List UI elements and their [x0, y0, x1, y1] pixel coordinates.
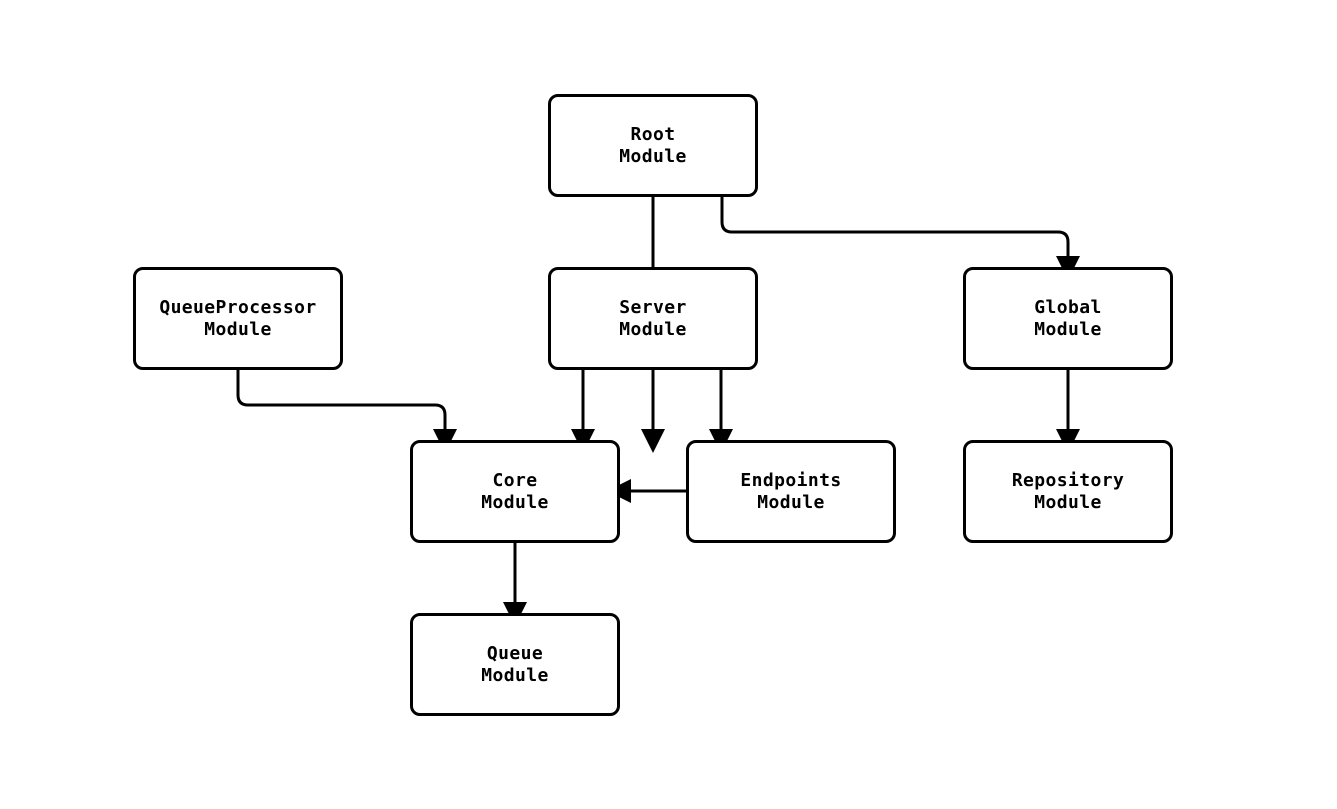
edges-group: [236, 197, 1080, 626]
node-global-module-label: Global Module: [1034, 296, 1102, 340]
node-endpoints-module[interactable]: Endpoints Module: [686, 440, 896, 543]
node-root-module-label: Root Module: [619, 123, 687, 167]
node-queue-module-label: Queue Module: [481, 642, 549, 686]
node-endpoints-module-label: Endpoints Module: [740, 469, 842, 513]
node-root-module[interactable]: Root Module: [548, 94, 758, 197]
node-server-module[interactable]: Server Module: [548, 267, 758, 370]
node-repository-module-label: Repository Module: [1011, 469, 1125, 513]
node-global-module[interactable]: Global Module: [963, 267, 1173, 370]
node-queueprocessor-module[interactable]: QueueProcessor Module: [133, 267, 343, 370]
edge-root-to-global: [720, 197, 1080, 280]
node-repository-module[interactable]: Repository Module: [963, 440, 1173, 543]
node-server-module-label: Server Module: [619, 296, 687, 340]
node-queueprocessor-module-label: QueueProcessor Module: [159, 296, 317, 340]
node-queue-module[interactable]: Queue Module: [410, 613, 620, 716]
edge-queueprocessor-to-core: [236, 370, 457, 453]
node-core-module[interactable]: Core Module: [410, 440, 620, 543]
node-core-module-label: Core Module: [481, 469, 549, 513]
